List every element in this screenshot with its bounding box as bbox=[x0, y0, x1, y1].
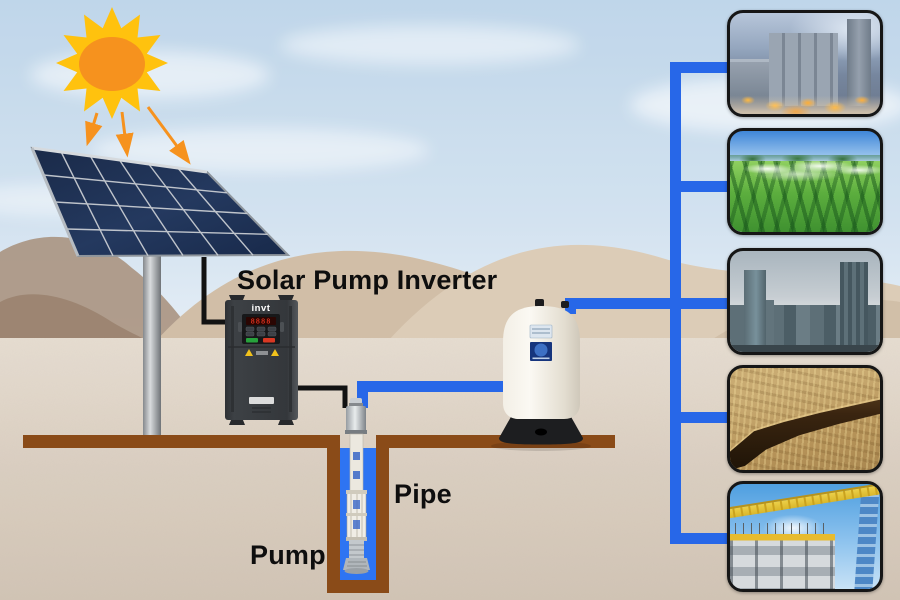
cable-panel-to-inverter bbox=[201, 257, 226, 325]
pipe-trunk bbox=[670, 62, 681, 544]
inverter-stop-button bbox=[263, 338, 275, 343]
solar-panel bbox=[30, 146, 291, 258]
farm-sprinkler-spray bbox=[730, 158, 880, 185]
inverter-nameplate bbox=[249, 397, 274, 404]
pump-wellhead bbox=[346, 406, 366, 432]
inverter-run-button bbox=[246, 338, 258, 343]
inverter-display bbox=[246, 317, 276, 325]
photo-city-buildings bbox=[727, 248, 883, 355]
photo-construction-site bbox=[727, 481, 883, 592]
pipe-branch-drought bbox=[670, 412, 729, 423]
pipe-branch-farm bbox=[670, 181, 729, 192]
panel-frame-left bbox=[30, 147, 80, 257]
tank-body bbox=[503, 306, 580, 419]
pump-drop-pipe bbox=[349, 433, 364, 493]
panel-pole bbox=[143, 250, 161, 438]
tank-spec-label bbox=[529, 324, 553, 339]
sunlight-arrow-icons bbox=[85, 106, 191, 165]
pipe-branch-construction bbox=[670, 533, 729, 544]
pipe-branch-industry bbox=[670, 62, 729, 73]
concrete-building bbox=[730, 534, 835, 589]
photo-industrial-plant bbox=[727, 10, 883, 117]
pressure-tank bbox=[491, 299, 591, 451]
photo-farmland-irrigation bbox=[727, 128, 883, 235]
inverter-buttons bbox=[245, 326, 277, 337]
warning-triangle-icons bbox=[245, 349, 279, 356]
well-pump-assembly bbox=[343, 398, 370, 574]
sun-icon bbox=[56, 7, 168, 119]
photo-drought-cracked-land bbox=[727, 365, 883, 473]
sun-core bbox=[79, 37, 145, 91]
label-pipe: Pipe bbox=[394, 479, 452, 509]
panel-grid bbox=[43, 151, 268, 257]
industry-lights bbox=[730, 67, 880, 114]
tower-crane-mast bbox=[853, 487, 880, 589]
inverter-display-digits: 8888 bbox=[251, 318, 272, 326]
pipe-riser-pump bbox=[357, 381, 368, 408]
pipe-pump-to-tank bbox=[357, 381, 540, 392]
city-tower-right bbox=[839, 262, 868, 345]
well-wall-left bbox=[327, 435, 340, 593]
cable-inverter-to-pump bbox=[296, 385, 348, 408]
ground-bar-left bbox=[23, 435, 340, 448]
well-wall-right bbox=[376, 435, 389, 593]
tank-fitting bbox=[535, 299, 544, 307]
label-solar-pump-inverter: Solar Pump Inverter bbox=[237, 265, 498, 295]
label-pump: Pump bbox=[250, 540, 326, 570]
inverter-brand-logo: invt bbox=[252, 303, 271, 314]
city-ground-band bbox=[730, 344, 880, 352]
solar-pump-inverter: invt 8888 bbox=[225, 295, 298, 425]
erosion-gully bbox=[730, 399, 880, 470]
well-bottom bbox=[327, 580, 389, 593]
pipe-branch-city bbox=[565, 298, 729, 309]
rebar-rows bbox=[734, 522, 831, 536]
panel-frame-top bbox=[31, 146, 208, 174]
tank-fitting bbox=[561, 301, 569, 308]
pipe-network bbox=[357, 62, 729, 544]
city-tower-left bbox=[743, 270, 766, 345]
